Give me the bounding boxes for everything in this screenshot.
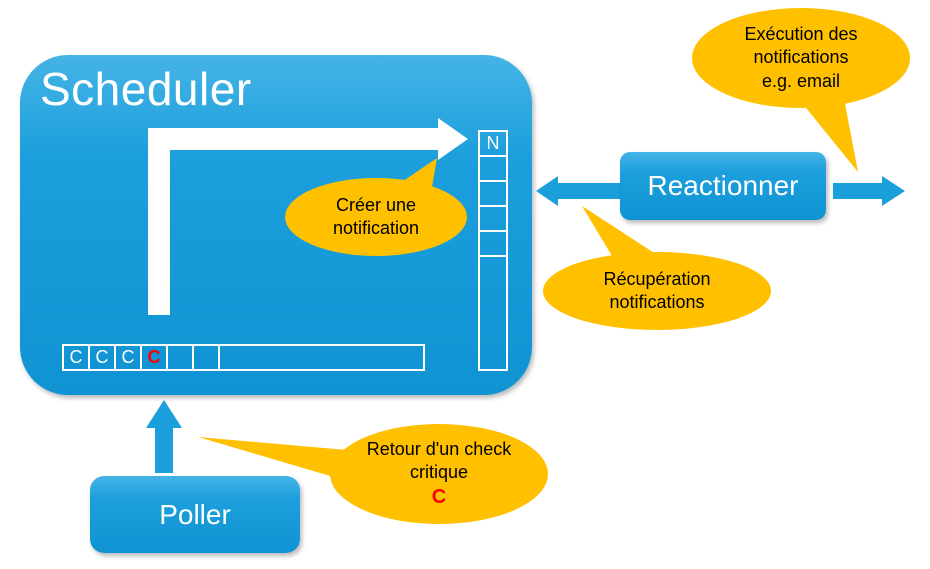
poller-label: Poller [159, 498, 231, 530]
arrow-reactionner-to-execution [833, 176, 905, 206]
notification-cell [478, 180, 508, 207]
notification-cell: N [478, 130, 508, 157]
bubble-retour-check-critique: Retour d'un check critique C [330, 424, 548, 524]
bubble-recuperation-notifications: Récupération notifications [543, 252, 771, 330]
reactionner-box: Reactionner [620, 152, 826, 220]
check-cell: C [62, 344, 90, 371]
notification-cell [478, 230, 508, 257]
arrow-reactionner-to-scheduler [536, 176, 620, 206]
notification-cell-long [478, 255, 508, 371]
bubble-creer-text: Créer une notification [332, 194, 420, 238]
check-cell-critical: C [140, 344, 168, 371]
bubble-execution-line1: Exécution des notifications [744, 23, 858, 68]
notification-cell [478, 155, 508, 182]
poller-box: Poller [90, 476, 300, 553]
notification-cell [478, 205, 508, 232]
check-cell [192, 344, 220, 371]
arrow-poller-to-scheduler [146, 400, 182, 473]
bubble-retour-critical-symbol: C [431, 486, 447, 509]
check-cell-long [218, 344, 425, 371]
bubble-retour-text: Retour d'un check critique [366, 438, 512, 482]
scheduler-title: Scheduler [40, 63, 252, 115]
bubble-execution-notifications: Exécution des notifications e.g. email [692, 8, 910, 108]
bubble-execution-line2: e.g. email [761, 70, 841, 91]
bubble-creer-notification: Créer une notification [285, 178, 467, 256]
check-cell: C [114, 344, 142, 371]
check-cell: C [88, 344, 116, 371]
bubble-recuperation-text: Récupération notifications [603, 268, 711, 312]
notification-queue: N [478, 130, 508, 371]
check-queue: C C C C [62, 344, 425, 371]
reactionner-label: Reactionner [647, 170, 799, 201]
check-cell [166, 344, 194, 371]
